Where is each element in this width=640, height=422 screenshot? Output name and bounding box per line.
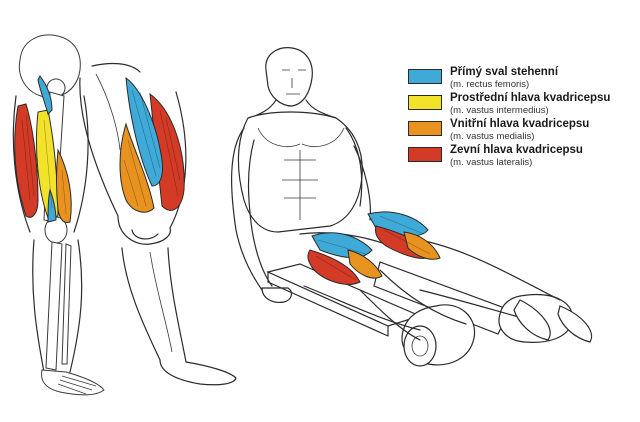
legend-label: Přímý sval stehenní [450, 66, 559, 78]
legend-item: Prostřední hlava kvadricepsu(m. vastus i… [408, 92, 636, 118]
front-leg-figure [79, 62, 237, 386]
legend-label: Zevní hlava kvadricepsu [450, 144, 583, 156]
front-leg-muscles [119, 76, 185, 213]
legend-item: Přímý sval stehenní(m. rectus femoris) [408, 66, 636, 92]
seated-exercise-figure [231, 47, 593, 367]
legend-color-swatch [408, 69, 442, 84]
skeleton-leg-muscles [14, 75, 72, 223]
vastus-medialis-front-shape [119, 122, 155, 213]
legend-color-swatch [408, 147, 442, 162]
legend-sublabel: (m. vastus lateralis) [450, 157, 533, 168]
rectus-femoris-shape [37, 75, 53, 115]
legend-item: Zevní hlava kvadricepsu(m. vastus latera… [408, 144, 636, 170]
vastus-lateralis-seated-left [307, 249, 361, 285]
legend-label: Prostřední hlava kvadricepsu [450, 92, 611, 104]
rectus-femoris-seated-left [311, 232, 373, 258]
legend-color-swatch [408, 121, 442, 136]
vastus-intermedius-shape [35, 109, 59, 219]
legend-sublabel: (m. vastus medialis) [450, 131, 535, 142]
vastus-medialis-seated-right [403, 231, 441, 260]
legend-label: Vnitřní hlava kvadricepsu [450, 118, 590, 130]
legend-sublabel: (m. rectus femoris) [450, 79, 530, 90]
vastus-medialis-shape [56, 148, 72, 223]
legend-color-swatch [408, 95, 442, 110]
seated-figure-muscles [307, 211, 441, 285]
legend-item: Vnitřní hlava kvadricepsu(m. vastus medi… [408, 118, 636, 144]
legend: Přímý sval stehenní(m. rectus femoris)Pr… [408, 66, 636, 170]
rectus-femoris-front-shape [125, 76, 163, 187]
rectus-femoris-lower-shape [47, 188, 57, 223]
vastus-medialis-seated-left [347, 249, 383, 279]
vastus-lateralis-shape [14, 103, 39, 218]
legend-sublabel: (m. vastus intermedius) [450, 105, 549, 116]
